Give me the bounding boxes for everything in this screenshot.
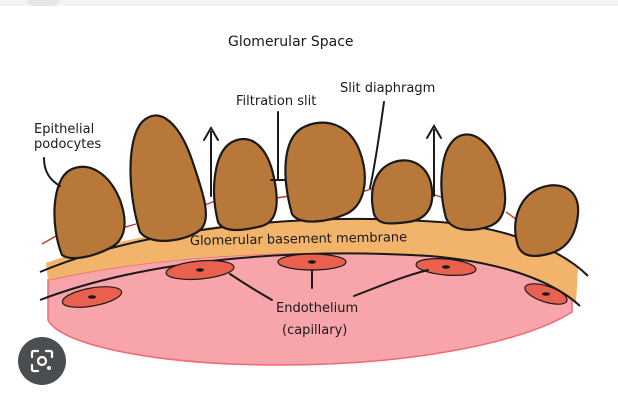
label-slit-diaphragm: Slit diaphragm: [340, 81, 435, 96]
podocytes: [53, 114, 580, 260]
filtration-slit-pointer: [270, 111, 286, 181]
leader-lines: [43, 101, 429, 301]
podocyte-2: [129, 114, 208, 242]
podocyte-4: [284, 121, 366, 223]
basement-membrane-bottom-line: [39, 252, 581, 307]
endothelium-leader-right: [353, 269, 429, 297]
endothelial-nuclei: [88, 260, 550, 299]
podocyte-3: [212, 137, 278, 232]
lens-search-button[interactable]: [18, 337, 66, 385]
podocyte-7: [514, 184, 580, 257]
label-capillary: (capillary): [282, 323, 347, 338]
label-filtration-slit: Filtration slit: [236, 94, 316, 109]
podocyte-6: [440, 133, 507, 231]
top-pill: [26, 0, 60, 6]
epithelial-leader: [43, 157, 61, 187]
capillary-lumen: [47, 252, 573, 366]
filtration-arrows: [203, 124, 442, 197]
slit-diaphragm-leader: [369, 101, 385, 189]
label-basement-membrane: Glomerular basement membrane: [190, 230, 407, 249]
lens-search-icon: [30, 349, 54, 373]
label-glomerular-space: Glomerular Space: [228, 34, 354, 50]
label-epithelial: Epithelial: [34, 122, 94, 137]
label-podocytes: podocytes: [34, 137, 101, 152]
label-endothelium: Endothelium: [276, 301, 358, 316]
podocyte-5: [370, 159, 434, 225]
podocyte-1: [53, 165, 126, 260]
arrow-up-left-icon: [203, 126, 219, 197]
endothelium-leader-left: [229, 273, 273, 301]
arrow-up-right-icon: [426, 124, 442, 197]
top-edge: [0, 0, 618, 6]
